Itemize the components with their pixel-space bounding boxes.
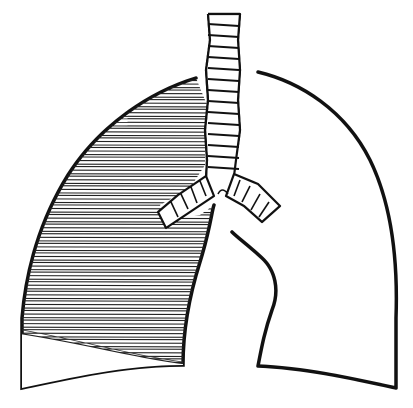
- hatch-line: [10, 141, 230, 142]
- hatch-line: [10, 135, 230, 136]
- hatch-line: [10, 256, 230, 257]
- hatch-line: [10, 164, 230, 165]
- carina: [218, 190, 228, 194]
- hatch-line: [10, 180, 230, 181]
- hatch-line: [10, 80, 230, 81]
- hatch-line: [10, 247, 230, 248]
- hatch-line: [10, 106, 230, 107]
- hatch-line: [10, 289, 230, 290]
- hatch-line: [10, 279, 230, 280]
- hatch-line: [10, 295, 230, 296]
- hatch-line: [10, 99, 230, 100]
- hatch-line: [10, 285, 230, 286]
- hatch-line: [10, 84, 230, 85]
- hatch-line: [10, 174, 230, 175]
- hatch-line: [10, 241, 230, 242]
- hatch-line: [10, 234, 230, 235]
- hatch-line: [10, 145, 230, 146]
- hatch-line: [10, 270, 230, 271]
- hatch-line: [10, 301, 230, 302]
- hatch-line: [10, 126, 230, 127]
- hatch-line: [10, 212, 230, 213]
- hatch-line: [10, 132, 230, 133]
- hatch-line: [10, 318, 230, 319]
- hatch-line: [10, 282, 230, 283]
- hatch-line: [10, 320, 230, 321]
- hatch-line: [10, 90, 230, 91]
- hatch-line: [10, 291, 230, 292]
- hatch-line: [10, 231, 230, 232]
- hatch-line: [10, 138, 230, 139]
- hatch-line: [10, 237, 230, 238]
- hatch-line: [10, 166, 230, 167]
- hatch-line: [10, 118, 230, 119]
- hatch-line: [10, 262, 230, 263]
- hatch-line: [10, 314, 230, 315]
- hatch-line: [10, 327, 230, 328]
- hatch-line: [10, 160, 230, 161]
- hatch-line: [10, 260, 230, 261]
- hatch-line: [10, 97, 230, 98]
- hatch-line: [10, 87, 230, 88]
- hatch-line: [10, 250, 230, 251]
- right-lung-outline: [232, 72, 396, 388]
- hatch-line: [10, 298, 230, 299]
- hatch-line: [10, 128, 230, 129]
- hatch-line: [10, 122, 230, 123]
- hatch-line: [10, 214, 230, 215]
- hatch-line: [10, 176, 230, 177]
- hatch-line: [10, 157, 230, 158]
- hatch-line: [10, 112, 230, 113]
- hatch-line: [10, 253, 230, 254]
- hatch-line: [10, 170, 230, 171]
- hatch-line: [10, 109, 230, 110]
- hatch-line: [10, 324, 230, 325]
- hatch-line: [10, 243, 230, 244]
- left-lung-hatching: [10, 80, 230, 400]
- hatch-line: [10, 147, 230, 148]
- hatch-line: [10, 93, 230, 94]
- hatch-line: [10, 151, 230, 152]
- hatch-line: [10, 308, 230, 309]
- hatch-line: [10, 304, 230, 305]
- hatch-line: [10, 218, 230, 219]
- hatch-line: [10, 266, 230, 267]
- hatch-line: [10, 228, 230, 229]
- right-bronchus: [226, 174, 280, 222]
- trachea: [205, 14, 240, 178]
- hatch-line: [10, 310, 230, 311]
- hatch-line: [10, 103, 230, 104]
- hatch-line: [10, 330, 230, 331]
- hatch-line: [10, 154, 230, 155]
